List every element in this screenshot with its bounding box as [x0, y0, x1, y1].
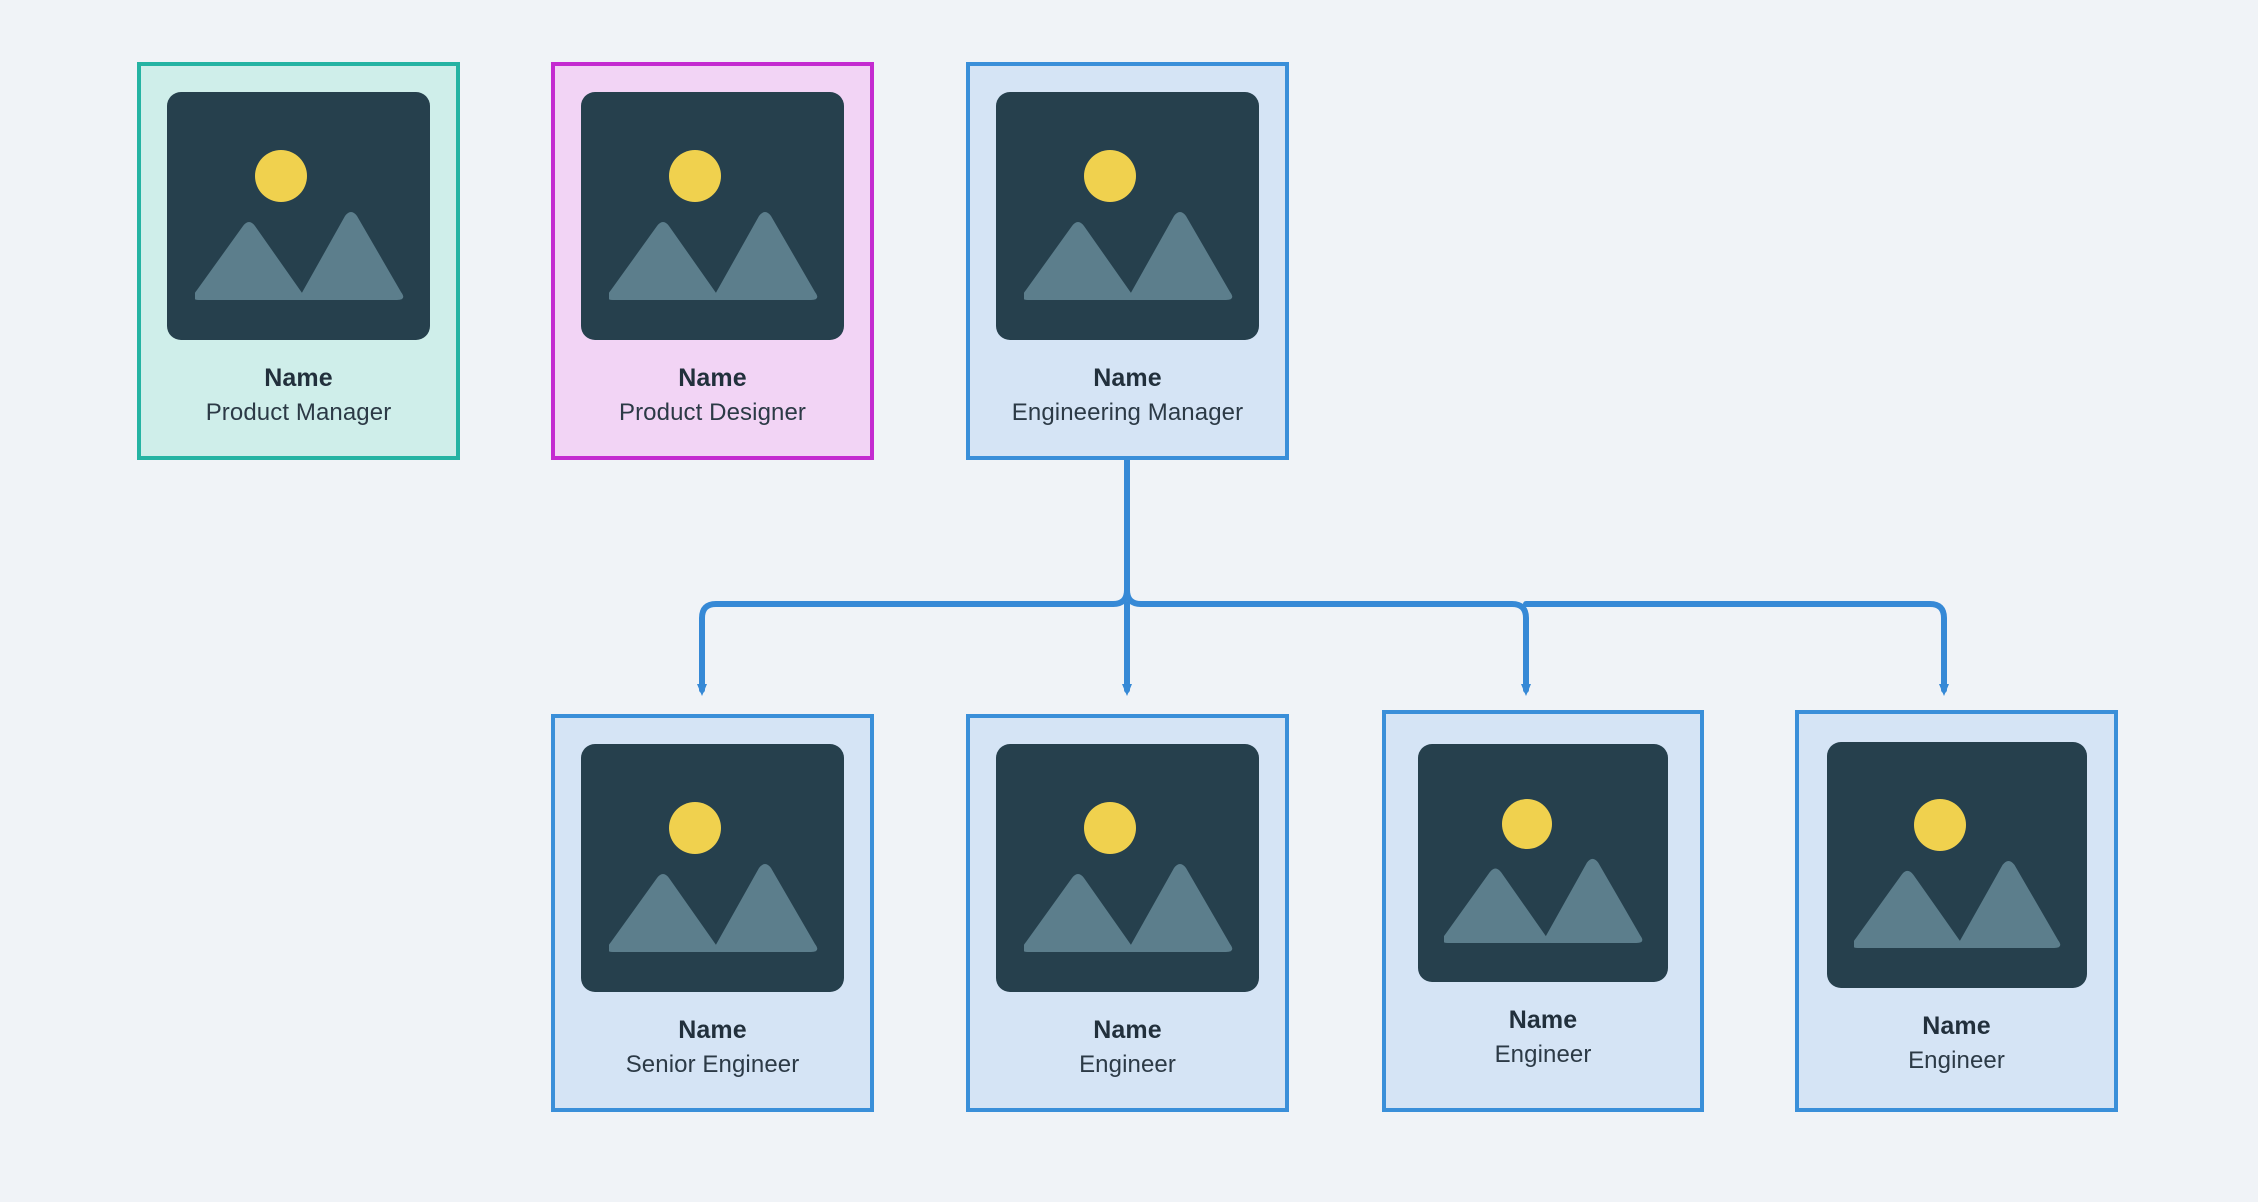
image-placeholder-icon: [581, 744, 844, 992]
sun-icon: [1502, 799, 1552, 849]
person-name: Name: [264, 364, 333, 392]
mountains-icon: [609, 862, 819, 952]
sun-icon: [1084, 150, 1136, 202]
sun-icon: [1084, 802, 1136, 854]
card-text: Name Product Designer: [555, 362, 870, 429]
sun-icon: [1913, 799, 1966, 851]
connector-trunk: [1110, 457, 1130, 607]
mountains-icon: [1853, 859, 2062, 948]
card-text: Name Senior Engineer: [555, 1014, 870, 1081]
sun-icon: [669, 802, 721, 854]
card-text: Name Engineer: [970, 1014, 1285, 1081]
person-name: Name: [1922, 1012, 1991, 1040]
person-role: Engineer: [1079, 1051, 1176, 1078]
person-name: Name: [678, 1016, 747, 1044]
person-name: Name: [1093, 364, 1162, 392]
image-placeholder-icon: [996, 92, 1259, 340]
image-placeholder-icon: [581, 92, 844, 340]
card-product-designer[interactable]: Name Product Designer: [551, 62, 874, 460]
person-role: Product Designer: [618, 399, 807, 426]
person-role: Product Manager: [205, 399, 392, 426]
card-text: Name Engineering Manager: [970, 362, 1285, 429]
sun-icon: [669, 150, 721, 202]
mountains-icon: [1024, 862, 1234, 952]
mountains-icon: [1444, 857, 1644, 943]
image-placeholder-icon: [1826, 742, 2087, 988]
mountains-icon: [1024, 210, 1234, 300]
card-text: Name Product Manager: [141, 362, 456, 429]
image-placeholder-icon: [167, 92, 430, 340]
connector-to-se1: [697, 601, 1116, 696]
sun-icon: [255, 150, 307, 202]
person-name: Name: [1508, 1006, 1578, 1034]
person-role: Engineer: [1908, 1047, 2005, 1074]
mountains-icon: [609, 210, 819, 300]
card-engineer-2[interactable]: Name Engineer: [1382, 710, 1704, 1112]
card-senior-engineer[interactable]: Name Senior Engineer: [551, 714, 874, 1112]
card-product-manager[interactable]: Name Product Manager: [137, 62, 460, 460]
person-name: Name: [678, 364, 747, 392]
person-name: Name: [1093, 1016, 1162, 1044]
mountains-icon: [195, 210, 405, 300]
image-placeholder-icon: [996, 744, 1259, 992]
card-text: Name Engineer: [1386, 1004, 1700, 1071]
image-placeholder-icon: [1418, 744, 1668, 982]
connector-to-eng2: [1138, 601, 1531, 696]
card-engineer-1[interactable]: Name Engineer: [966, 714, 1289, 1112]
card-engineer-3[interactable]: Name Engineer: [1795, 710, 2118, 1112]
connector-to-eng3: [1523, 601, 1949, 696]
card-engineering-manager[interactable]: Name Engineering Manager: [966, 62, 1289, 460]
person-role: Engineer: [1494, 1041, 1592, 1068]
person-role: Senior Engineer: [625, 1051, 800, 1078]
connector-trunk-right: [1124, 587, 1144, 607]
card-text: Name Engineer: [1799, 1010, 2114, 1077]
person-role: Engineering Manager: [1011, 399, 1244, 426]
